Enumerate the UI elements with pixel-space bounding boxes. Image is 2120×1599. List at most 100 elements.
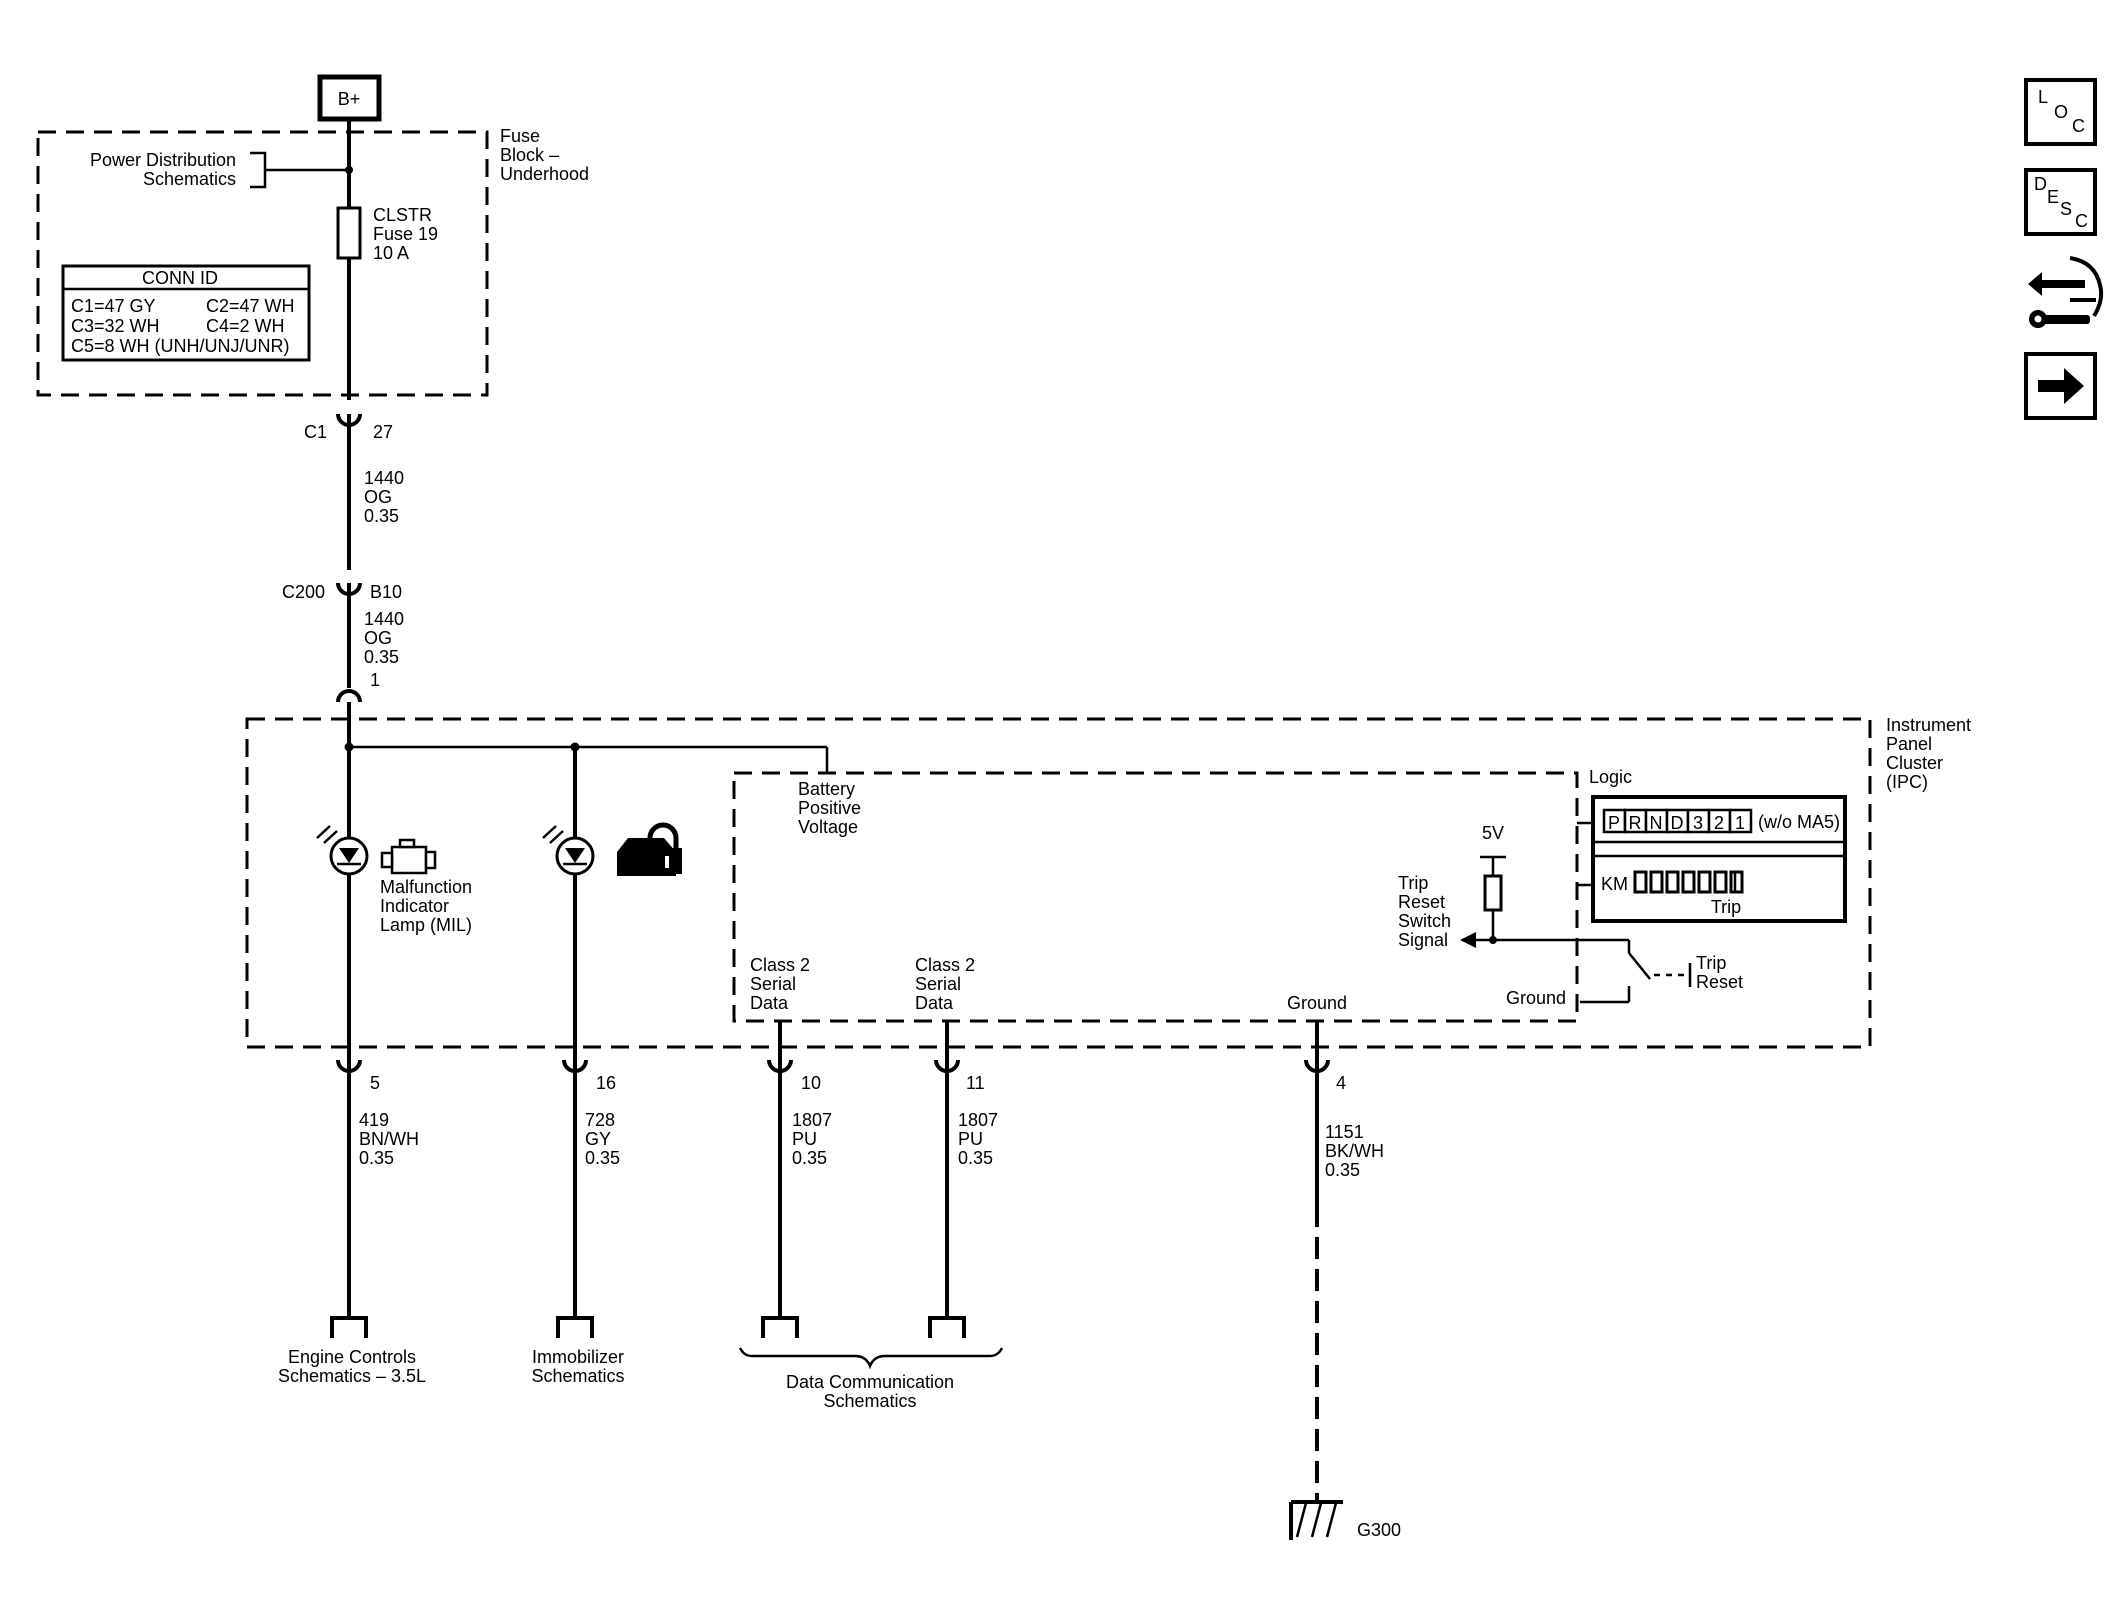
ipc-logic-label: Logic: [1589, 767, 1632, 787]
svg-text:Reset: Reset: [1696, 972, 1743, 992]
svg-text:Lamp (MIL): Lamp (MIL): [380, 915, 472, 935]
svg-text:Power Distribution: Power Distribution: [90, 150, 236, 170]
svg-text:CONN ID: CONN ID: [142, 268, 218, 288]
connector-c1: C1 27: [304, 413, 393, 570]
wire-1151: 4 1151 BK/WH 0.35: [1304, 1059, 1384, 1502]
svg-text:10: 10: [801, 1073, 821, 1093]
ipc-pin-1: 1: [370, 670, 380, 690]
svg-text:2: 2: [1714, 813, 1724, 833]
mil-label: Malfunction Indicator Lamp (MIL): [380, 877, 472, 935]
battery-positive-label: B+: [338, 89, 361, 109]
svg-text:Schematics: Schematics: [823, 1391, 916, 1411]
svg-text:O: O: [2054, 102, 2068, 122]
svg-text:3: 3: [1693, 813, 1703, 833]
svg-text:(IPC): (IPC): [1886, 772, 1928, 792]
svg-text:N: N: [1650, 813, 1663, 833]
svg-text:Serial: Serial: [750, 974, 796, 994]
svg-text:1440: 1440: [364, 609, 404, 629]
svg-text:PU: PU: [958, 1129, 983, 1149]
mil-lamp-icon: [316, 825, 369, 876]
svg-text:0.35: 0.35: [364, 506, 399, 526]
svg-text:D: D: [1671, 813, 1684, 833]
svg-text:Positive: Positive: [798, 798, 861, 818]
svg-text:Trip: Trip: [1696, 953, 1726, 973]
fuse-block-boundary: [36, 130, 489, 397]
pullup-resistor: [1483, 874, 1503, 912]
svg-text:16: 16: [596, 1073, 616, 1093]
svg-text:1: 1: [1735, 813, 1745, 833]
svg-text:L: L: [2038, 87, 2048, 107]
class2-serial-data-a: Class 2 Serial Data: [750, 955, 810, 1013]
svg-text:Block –: Block –: [500, 145, 559, 165]
svg-text:1807: 1807: [958, 1110, 998, 1130]
svg-text:OG: OG: [364, 628, 392, 648]
power-distribution-ref: Power Distribution Schematics: [90, 150, 236, 189]
svg-text:Trip: Trip: [1711, 897, 1741, 917]
svg-text:Signal: Signal: [1398, 930, 1448, 950]
svg-text:BN/WH: BN/WH: [359, 1129, 419, 1149]
svg-text:E: E: [2047, 187, 2059, 207]
svg-text:C4=2 WH: C4=2 WH: [206, 316, 285, 336]
svg-text:4: 4: [1336, 1073, 1346, 1093]
service-wrench-icon[interactable]: [2028, 256, 2104, 328]
svg-text:1151: 1151: [1325, 1122, 1364, 1142]
svg-text:1807: 1807: [792, 1110, 832, 1130]
svg-text:C: C: [2072, 116, 2085, 136]
svg-text:10 A: 10 A: [373, 243, 409, 263]
wire-728: 16 728 GY 0.35: [562, 1059, 620, 1318]
fuse-19: [336, 206, 362, 260]
loc-icon[interactable]: L O C: [2024, 78, 2097, 146]
svg-text:Instrument: Instrument: [1886, 715, 1971, 735]
svg-text:C1: C1: [304, 422, 327, 442]
svg-text:Engine Controls: Engine Controls: [288, 1347, 416, 1367]
svg-text:Reset: Reset: [1398, 892, 1445, 912]
trip-reset-switch[interactable]: [1580, 940, 1692, 1004]
svg-text:Battery: Battery: [798, 779, 855, 799]
svg-text:0.35: 0.35: [364, 647, 399, 667]
desc-icon[interactable]: D E S C: [2024, 168, 2097, 236]
svg-text:11: 11: [966, 1073, 985, 1093]
immobilizer-ref[interactable]: Immobilizer Schematics: [531, 1316, 625, 1386]
data-communication-ref[interactable]: Data Communication Schematics: [738, 1316, 1004, 1411]
svg-text:OG: OG: [364, 487, 392, 507]
svg-text:Trip: Trip: [1398, 873, 1428, 893]
svg-text:Malfunction: Malfunction: [380, 877, 472, 897]
svg-text:D: D: [2034, 174, 2047, 194]
svg-text:GY: GY: [585, 1129, 611, 1149]
svg-text:Immobilizer: Immobilizer: [532, 1347, 624, 1367]
ground-g300-label: G300: [1357, 1520, 1401, 1540]
next-arrow-icon[interactable]: [2024, 352, 2097, 420]
conn-id-table: CONN ID C1=47 GY C2=47 WH C3=32 WH C4=2 …: [61, 264, 311, 362]
security-lamp-icon: [542, 825, 595, 876]
battery-positive-voltage-label: Battery Positive Voltage: [798, 779, 861, 837]
svg-text:C1=47 GY: C1=47 GY: [71, 296, 156, 316]
svg-text:Data Communication: Data Communication: [786, 1372, 954, 1392]
svg-text:CLSTR: CLSTR: [373, 205, 432, 225]
svg-text:Class 2: Class 2: [915, 955, 975, 975]
engine-controls-ref[interactable]: Engine Controls Schematics – 3.5L: [278, 1316, 426, 1386]
svg-text:5: 5: [370, 1073, 380, 1093]
svg-text:1440: 1440: [364, 468, 404, 488]
svg-text:27: 27: [373, 422, 393, 442]
svg-text:C: C: [2075, 211, 2088, 231]
svg-text:Voltage: Voltage: [798, 817, 858, 837]
trip-reset-label: Trip Reset: [1696, 953, 1743, 992]
engine-icon: [380, 838, 437, 875]
prnd-indicator: P R N D 3 2 1 (w/o MA5): [1602, 808, 1840, 834]
svg-text:S: S: [2060, 199, 2072, 219]
connector-c200: C200 B10: [282, 582, 402, 688]
svg-text:C200: C200: [282, 582, 325, 602]
odometer-display: KM Trip: [1601, 870, 1744, 917]
svg-text:Class 2: Class 2: [750, 955, 810, 975]
svg-text:Switch: Switch: [1398, 911, 1451, 931]
trip-reset-switch-signal-label: Trip Reset Switch Signal: [1398, 873, 1451, 950]
wire-419: 5 419 BN/WH 0.35: [336, 1059, 419, 1318]
svg-text:0.35: 0.35: [958, 1148, 993, 1168]
svg-text:PU: PU: [792, 1129, 817, 1149]
svg-text:C5=8 WH (UNH/UNJ/UNR): C5=8 WH (UNH/UNJ/UNR): [71, 336, 290, 356]
svg-text:P: P: [1608, 813, 1620, 833]
svg-text:Schematics: Schematics: [531, 1366, 624, 1386]
svg-text:BK/WH: BK/WH: [1325, 1141, 1384, 1161]
ipc-logic-boundary: [732, 771, 1579, 1023]
